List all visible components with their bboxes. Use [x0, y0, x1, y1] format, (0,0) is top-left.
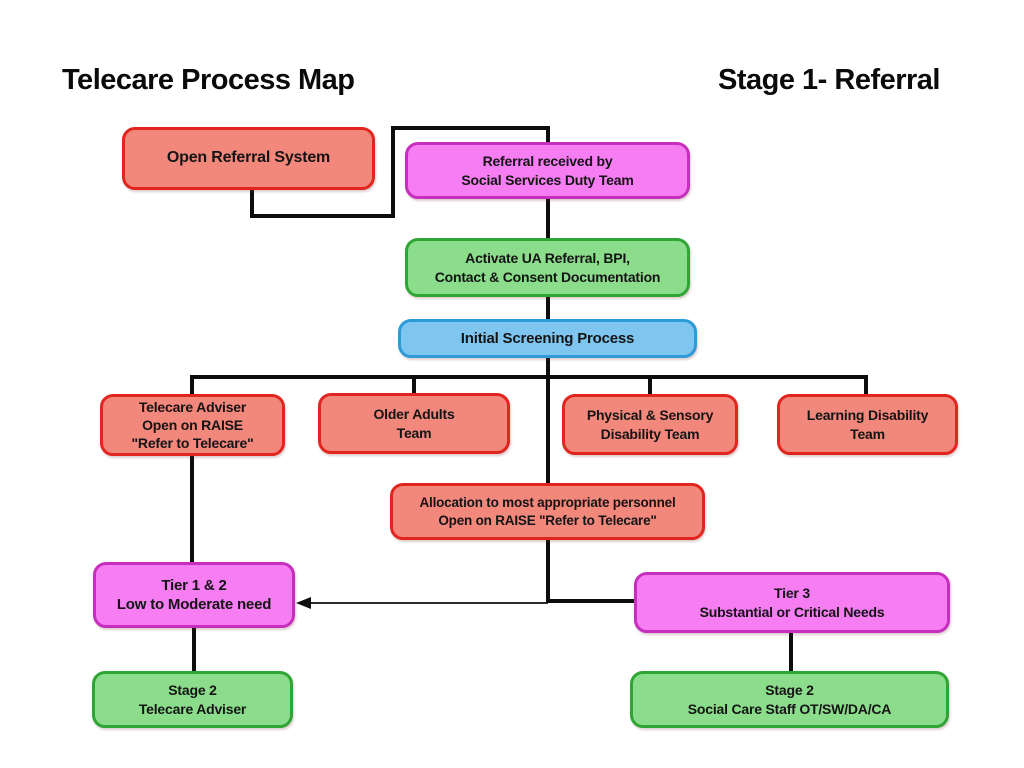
node-referral-received: Referral received by Social Services Dut… — [405, 142, 690, 199]
node-stage2-social-care-staff: Stage 2 Social Care Staff OT/SW/DA/CA — [630, 671, 949, 728]
slide-title-bar: Telecare Process Map Stage 1- Referral — [62, 64, 941, 97]
stage-label: Stage 1- Referral — [718, 64, 941, 96]
node-learning-disability-team: Learning Disability Team — [777, 394, 958, 455]
node-tier-1-2: Tier 1 & 2 Low to Moderate need — [93, 562, 295, 628]
connector-open-to-referral — [250, 126, 550, 218]
node-stage2-telecare-adviser: Stage 2 Telecare Adviser — [92, 671, 293, 728]
arrowhead-left-icon — [296, 597, 311, 609]
page-title: Telecare Process Map — [62, 64, 355, 96]
node-initial-screening-process: Initial Screening Process — [398, 319, 697, 358]
node-open-referral-system: Open Referral System — [122, 127, 375, 190]
node-activate-ua-referral: Activate UA Referral, BPI, Contact & Con… — [405, 238, 690, 297]
node-tier-3: Tier 3 Substantial or Critical Needs — [634, 572, 950, 633]
node-telecare-adviser: Telecare Adviser Open on RAISE "Refer to… — [100, 394, 285, 456]
node-older-adults-team: Older Adults Team — [318, 393, 510, 454]
connector-team-rail — [190, 375, 868, 394]
node-physical-sensory-team: Physical & Sensory Disability Team — [562, 394, 738, 455]
node-allocation-personnel: Allocation to most appropriate personnel… — [390, 483, 705, 540]
